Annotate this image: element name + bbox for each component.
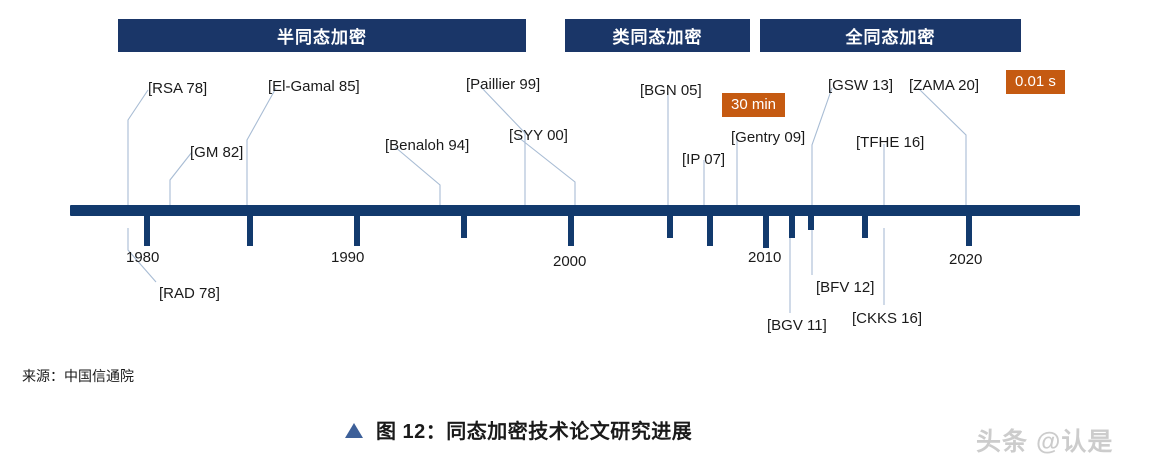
banner-somewhat-homomorphic: 类同态加密 [565,19,750,52]
caption-triangle-icon [345,423,363,438]
year-label-1980: 1980 [126,249,160,266]
axis-tick [568,216,574,246]
axis-tick [461,216,467,238]
figure-caption: 图 12：同态加密技术论文研究进展 [376,421,693,443]
node-label-ckks-16: [CKKS 16] [852,310,923,327]
badge-30-min: 30 min [722,93,786,117]
node-label-rsa-78: [RSA 78] [148,80,208,97]
axis-tick [808,216,814,230]
node-label-syy-00: [SYY 00] [509,127,568,144]
banner-partially-homomorphic: 半同态加密 [118,19,526,52]
banner-label: 半同态加密 [277,28,367,47]
axis-tick [707,216,713,246]
axis-tick [144,216,150,246]
banner-fully-homomorphic: 全同态加密 [760,19,1021,52]
axis-tick [789,216,795,238]
node-label-bfv-12: [BFV 12] [816,279,875,296]
source-note: 来源：中国信通院 [22,368,134,384]
node-label-gentry-09: [Gentry 09] [731,129,806,146]
node-label-el-gamal-85: [El-Gamal 85] [268,78,360,95]
axis-tick [667,216,673,238]
axis-tick [247,216,253,246]
watermark: 头条 @认是 [976,428,1114,456]
banner-label: 类同态加密 [612,28,703,47]
node-label-tfhe-16: [TFHE 16] [856,134,925,151]
node-label-rad-78: [RAD 78] [159,285,220,302]
axis-tick [966,216,972,246]
node-label-gm-82: [GM 82] [190,144,244,161]
year-label-2010: 2010 [748,249,782,266]
year-label-2000: 2000 [553,253,587,270]
node-label-gsw-13: [GSW 13] [828,77,894,94]
year-label-2020: 2020 [949,251,983,268]
axis-tick [354,216,360,246]
node-label-paillier-99: [Paillier 99] [466,76,541,93]
badge-0-01-s: 0.01 s [1006,70,1065,94]
node-label-bgv-11: [BGV 11] [767,317,827,334]
node-label-benaloh-94: [Benaloh 94] [385,137,470,154]
node-label-zama-20: [ZAMA 20] [909,77,980,94]
node-label-bgn-05: [BGN 05] [640,82,702,99]
year-label-1990: 1990 [331,249,365,266]
banner-label: 全同态加密 [845,28,936,47]
axis-tick [763,216,769,248]
axis-tick [862,216,868,238]
node-label-ip-07: [IP 07] [682,151,726,168]
timeline-axis [70,205,1080,216]
